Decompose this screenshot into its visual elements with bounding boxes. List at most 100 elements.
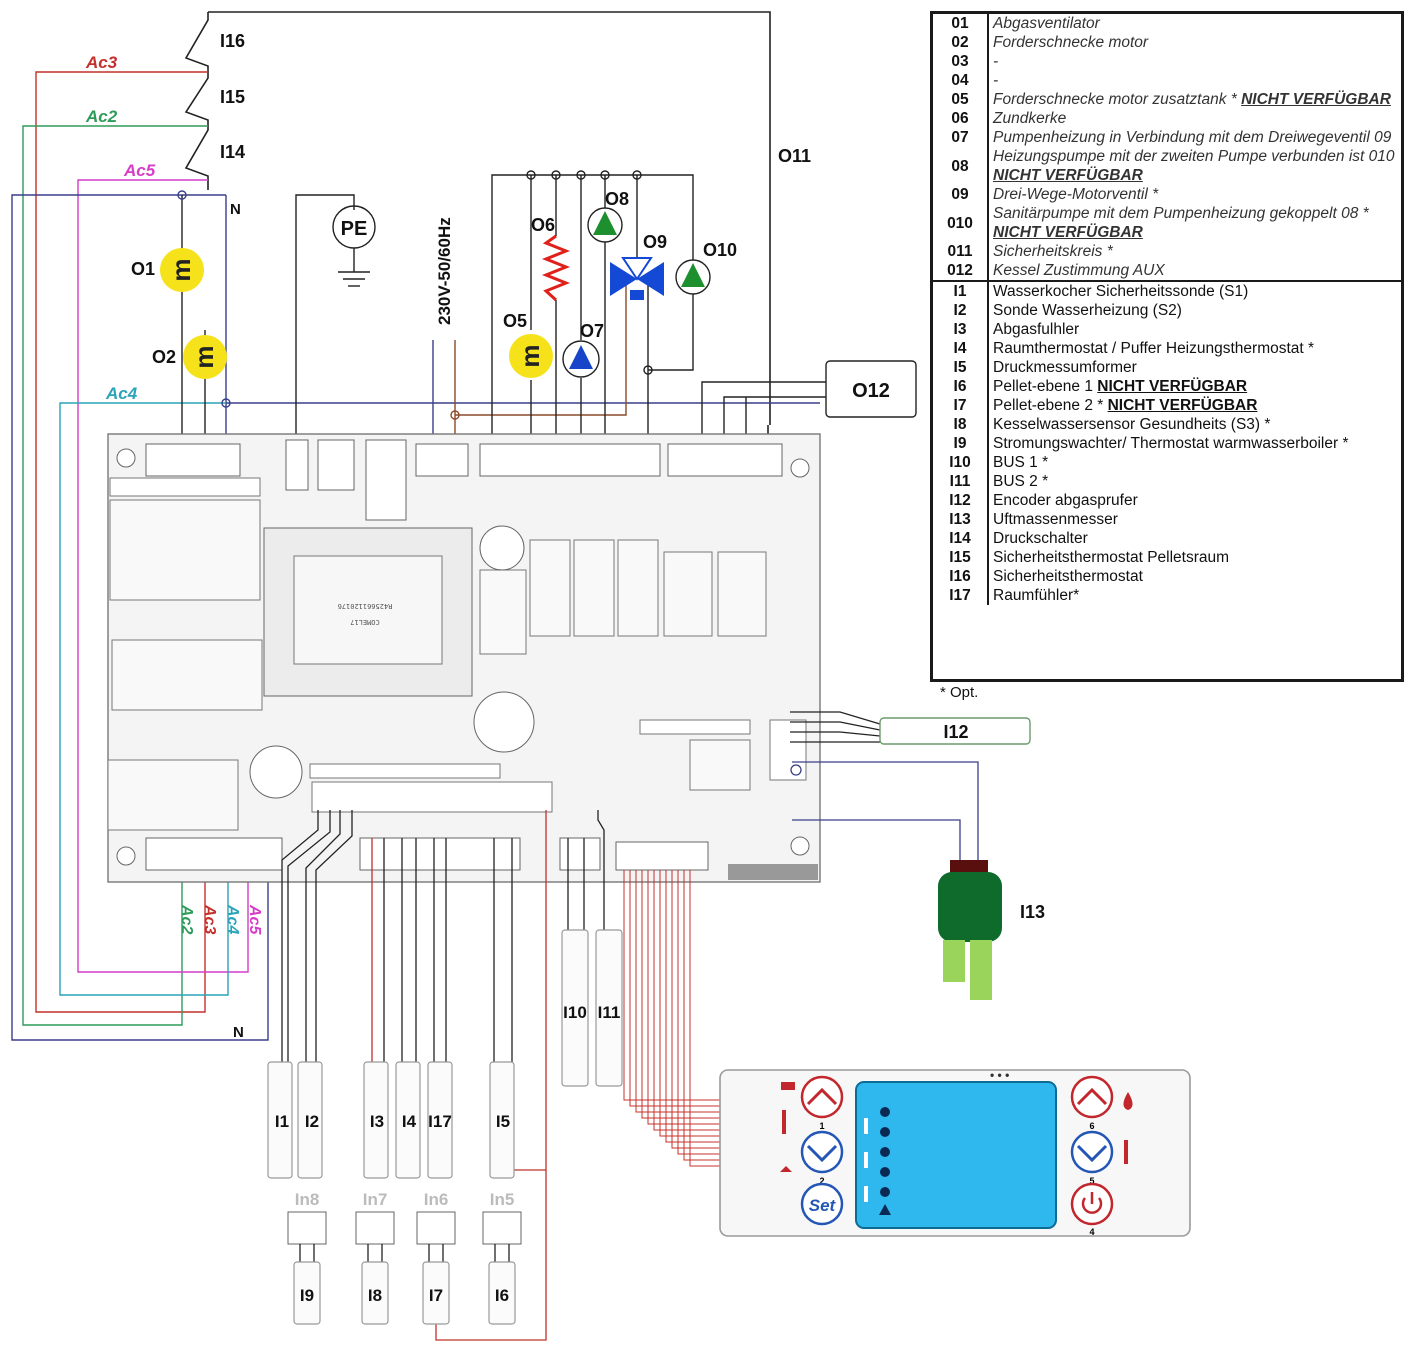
ac2-bottom-label: Ac2 [178,904,195,934]
legend-text: Heizungspumpe mit der zweiten Pumpe verb… [993,148,1395,165]
panel-button-4-index: 4 [1089,1227,1094,1237]
flame-icon [1123,1092,1133,1110]
not-available-note: NICHT VERFÜGBAR [993,224,1143,241]
legend-code: I1 [933,280,989,301]
encoder-i12-label: I12 [943,722,968,742]
legend-row: 04- [933,71,1401,90]
legend-code: I11 [933,472,989,491]
legend-description: Uftmassenmesser [988,510,1401,529]
panel-button-power[interactable] [1070,1182,1114,1226]
legend-text: Uftmassenmesser [993,511,1118,528]
legend-description: - [988,71,1401,90]
legend-code: 05 [933,90,989,109]
panel-button-set[interactable] [800,1182,844,1226]
legend-code: I10 [933,453,989,472]
legend-code: I15 [933,548,989,567]
motor-o2-symbol: m [189,345,219,368]
connector-in8-label: In8 [295,1190,320,1209]
output-bus [491,170,694,440]
legend-description: Druckschalter [988,529,1401,548]
legend-description: - [988,52,1401,71]
supply-label: 230V-50/60Hz [435,217,454,325]
panel-button-down-left[interactable] [800,1130,844,1174]
legend-description: Sicherheitskreis * [988,242,1401,261]
pcb-model: COMEL17 [350,618,380,626]
probe-i9-label: I9 [300,1286,314,1305]
ac3-bottom-label: Ac3 [201,904,218,934]
legend-description: Kessel Zustimmung AUX [988,261,1401,281]
connector-in6-label: In6 [424,1190,449,1209]
panel-button-5-index: 5 [1089,1176,1094,1186]
legend-text: Abgasventilator [993,15,1100,32]
output-o7-label: O7 [580,321,604,341]
ac5-bottom-label: Ac5 [246,904,263,935]
ribbon-cable [623,870,720,1167]
pcb-serial: R425661120176 [338,602,393,610]
panel-button-up-right[interactable] [1070,1075,1114,1119]
output-o12-label: O12 [852,380,890,402]
motor-o1-symbol: m [166,258,196,281]
neutral-label-bottom: N [233,1024,244,1041]
legend-text: Encoder abgasprufer [993,492,1138,509]
legend-text: Raumfühler* [993,587,1080,604]
legend-code: I7 [933,396,989,415]
panel-button-1-index: 1 [819,1121,824,1131]
legend-description: Abgasfulhler [988,320,1401,339]
panel-button-up-left[interactable] [800,1075,844,1119]
legend-text: Druckschalter [993,530,1088,547]
legend-code: I14 [933,529,989,548]
motor-o5-symbol: m [515,344,545,367]
legend-text: Raumthermostat / Puffer Heizungsthermost… [993,340,1315,357]
safety-chain [184,11,771,440]
output-o12-box [825,360,917,418]
legend-code: 02 [933,33,989,52]
connector-wires [299,1244,510,1262]
panel-button-down-right[interactable] [1070,1130,1114,1174]
legend-text: Sicherheitskreis * [993,243,1113,260]
motor-o2-label: O2 [152,347,176,367]
legend-description: BUS 1 * [988,453,1401,472]
legend-description: Drei-Wege-Motorventil * [988,185,1401,204]
probe-bodies-bottom [293,1261,516,1325]
legend-description: Pumpenheizung in Verbindung mit dem Drei… [988,128,1401,147]
legend-code: 03 [933,52,989,71]
legend-text: - [993,53,999,70]
ac5-wire [77,179,249,973]
thermostat-i14-label: I14 [220,142,245,162]
legend-description: BUS 2 * [988,472,1401,491]
panel-button-2-index: 2 [819,1176,824,1186]
legend-description: Pellet-ebene 1 NICHT VERFÜGBAR [988,377,1401,396]
panel-left-icons [780,1082,795,1172]
legend-text: Druckmessumformer [993,359,1137,376]
legend-text: Wasserkocher Sicherheitssonde (S1) [993,283,1249,300]
not-available-note: NICHT VERFÜGBAR [1097,378,1248,395]
bus-i11-label: I11 [598,1003,621,1022]
probe-i17-label: I17 [428,1112,452,1131]
probe-i7-label: I7 [429,1286,443,1305]
legend-text: - [993,72,999,89]
ac3-label: Ac3 [85,53,118,72]
legend-text: BUS 1 * [993,454,1049,471]
legend-description: Raumfühler* [988,586,1401,605]
legend-description: Stromungswachter/ Thermostat warmwasserb… [988,434,1401,453]
ac3-wire [35,71,208,1013]
legend-code: 06 [933,109,989,128]
h2o-icon [781,1082,795,1090]
output-o10-label: O10 [703,240,737,260]
output-o8-label: O8 [605,189,629,209]
panel-button-6-index: 6 [1089,1121,1094,1131]
